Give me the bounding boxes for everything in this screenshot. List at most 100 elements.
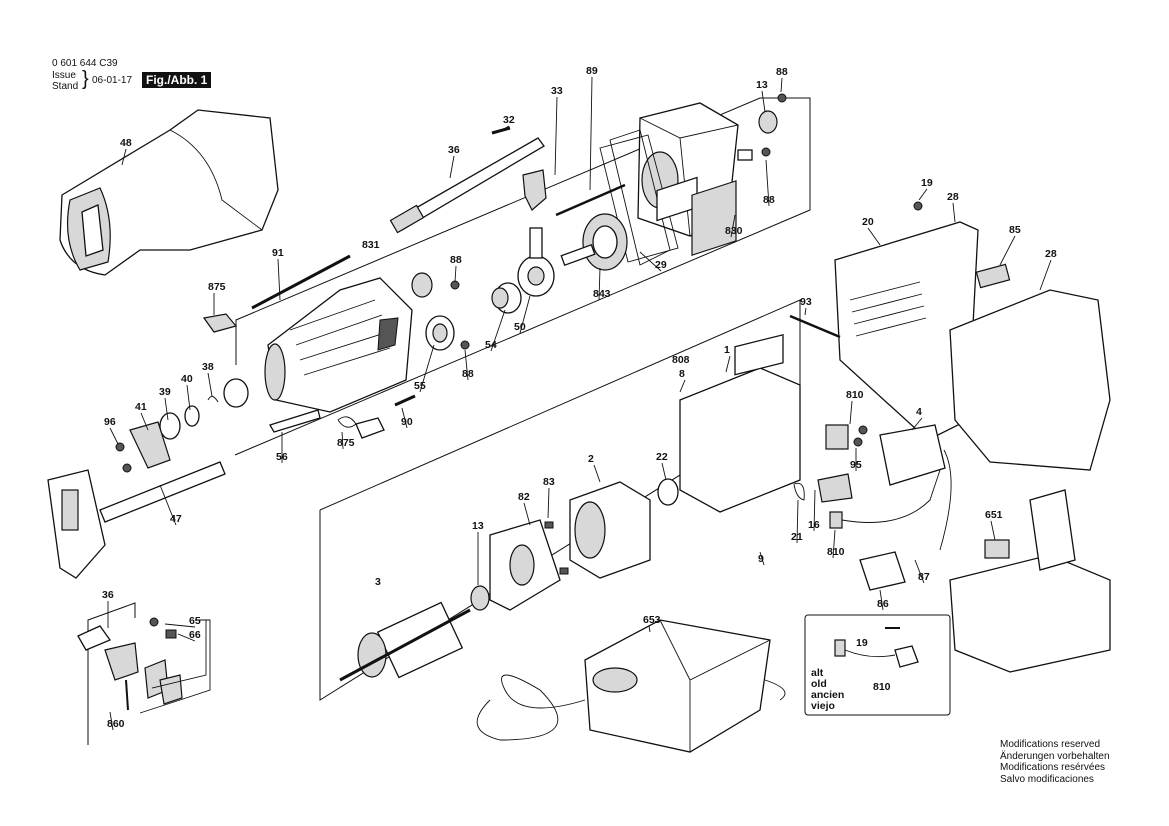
leader-line [911,417,923,431]
magnet-2 [569,481,651,579]
clip-860b [159,674,183,705]
screw-88-mid [450,280,460,290]
leader-line [918,188,928,201]
leader-line [547,487,550,519]
callout-810: 810 [827,546,845,558]
leader-line [554,96,558,176]
callout-83: 83 [543,476,555,488]
lever-875 [355,417,385,439]
part-number: 0 601 644 C39 [52,58,118,69]
leader-line [780,77,783,93]
crank-50 [517,227,555,297]
callout-41: 41 [135,401,147,413]
callout-808: 808 [672,354,690,366]
callout-2: 2 [588,453,594,465]
leader-line [140,412,149,431]
callout-28: 28 [1045,248,1057,260]
bracket-860 [139,619,211,714]
sleeve-38 [223,378,249,408]
callout-13: 13 [472,520,484,532]
leader-line [999,235,1016,266]
leader-line [121,148,127,166]
bearing-13-top [758,110,778,134]
leader-line [832,529,836,559]
inset-part-a [834,639,846,657]
inset-line: viejo [811,700,835,712]
callout-4: 4 [916,406,922,418]
screw-83b [559,567,569,575]
spring-21 [793,482,805,501]
callout-47: 47 [170,513,182,525]
note-de: Änderungen vorbehalten [1000,750,1110,762]
screw-88-side [761,147,771,157]
callout-21: 21 [791,531,803,543]
callout-1: 1 [724,344,730,356]
inset-line: alt [811,667,824,679]
label-9 [734,333,784,376]
callout-32: 32 [503,114,515,126]
screw-65 [149,617,159,627]
ring-22 [657,478,679,506]
bearing-55 [425,315,455,351]
callout-54: 54 [485,339,497,351]
leader-line [164,397,169,421]
clip-875 [202,313,238,333]
callout-55: 55 [414,380,426,392]
callout-88: 88 [776,66,788,78]
screw-56 [269,409,321,433]
callout-90: 90 [401,416,413,428]
inset-line: old [811,678,827,690]
leader-line [109,711,114,731]
bushing-831 [411,272,433,298]
figure-label: Fig./Abb. 1 [142,72,212,88]
leader-line [464,349,469,381]
callout-19: 19 [921,177,933,189]
screw-95b [853,437,863,447]
armature-3 [339,601,471,682]
stand-label: Stand [52,81,79,92]
handle-47 [47,461,226,579]
callout-40: 40 [181,373,193,385]
callout-22: 22 [656,451,668,463]
leader-line [639,251,662,272]
callout-843: 843 [593,288,611,300]
callout-88: 88 [462,368,474,380]
callout-13: 13 [756,79,768,91]
leader-line [449,155,455,179]
callout-labels: 4832363389138888918318887538403941964756… [102,65,1057,731]
callout-91: 91 [272,247,284,259]
leader-line [679,379,686,393]
leader-line [661,462,667,481]
spring-875 [337,416,357,428]
callout-20: 20 [862,216,874,228]
callout-96: 96 [104,416,116,428]
callout-36: 36 [448,144,460,156]
callout-85: 85 [1009,224,1021,236]
leader-line [419,344,435,393]
header-brace: } [82,68,89,90]
leader-line [879,589,884,611]
leader-line [186,384,191,411]
switch-4 [879,424,946,486]
washer-40 [184,405,200,427]
housing-right-28 [949,263,1111,471]
leader-line [454,265,457,283]
callout-93: 93 [800,296,812,308]
nose-cover-48 [59,109,279,276]
screw-91 [251,254,351,310]
gear-843 [560,213,628,271]
callout-65: 65 [189,615,201,627]
callout-875: 875 [208,281,226,293]
modification-notes: Modifications reserved Änderungen vorbeh… [1000,739,1110,785]
screw-83a [544,521,554,529]
leader-line [867,227,881,246]
screw-89 [555,183,626,217]
ring-38 [207,396,219,403]
issue-date: 06-01-17 [92,75,133,86]
screw-88-low [460,340,470,350]
inset-box [804,614,951,716]
callout-29: 29 [655,259,667,271]
